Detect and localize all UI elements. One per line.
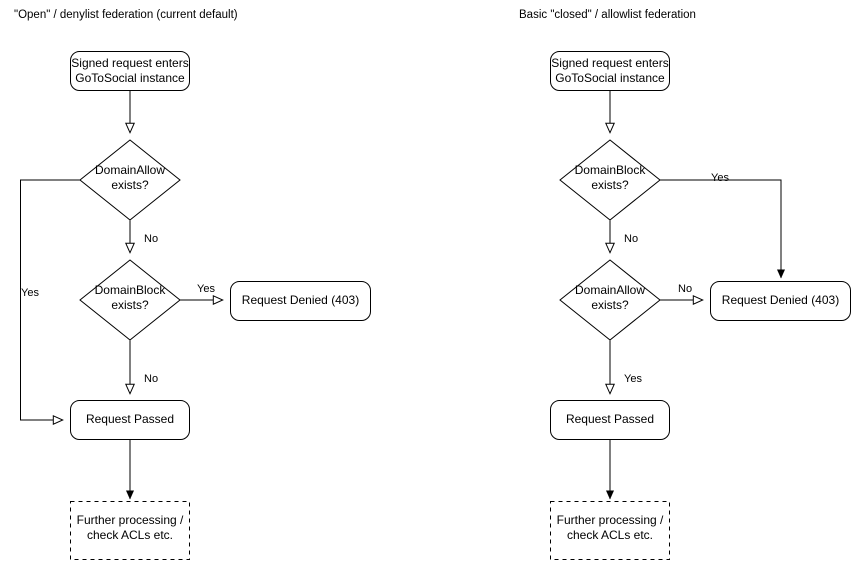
panel-closed-allowlist: [550, 51, 851, 560]
edge-label-block-no: No: [624, 233, 639, 245]
node-domainallow[interactable]: [559, 259, 661, 341]
edge-allow-yes-to-passed: [20, 179, 80, 425]
edge-label-block-yes: Yes: [711, 172, 729, 184]
node-domainallow[interactable]: [79, 139, 181, 221]
node-request-denied[interactable]: [230, 281, 371, 321]
edge-label-allow-no: No: [678, 283, 693, 295]
edge-label-allow-yes: Yes: [624, 373, 642, 385]
panel-open-denylist: [20, 51, 371, 560]
panel-title-open-denylist: "Open" / denylist federation (current de…: [14, 9, 238, 21]
panel-title-closed-allowlist: Basic "closed" / allowlist federation: [519, 9, 696, 21]
node-further-processing[interactable]: [550, 501, 670, 560]
node-further-processing[interactable]: [70, 501, 190, 560]
node-start[interactable]: [550, 51, 670, 91]
edge-block-yes-to-denied: [660, 179, 785, 279]
node-domainblock[interactable]: [559, 139, 661, 221]
edge-label-allow-yes: Yes: [21, 287, 39, 299]
node-start[interactable]: [70, 51, 190, 91]
edge-label-block-no: No: [144, 373, 159, 385]
node-request-denied[interactable]: [710, 281, 851, 321]
edge-label-allow-no: No: [144, 233, 159, 245]
edge-label-block-yes: Yes: [197, 283, 215, 295]
node-request-passed[interactable]: [550, 400, 670, 440]
node-request-passed[interactable]: [70, 400, 190, 440]
node-domainblock[interactable]: [79, 259, 181, 341]
